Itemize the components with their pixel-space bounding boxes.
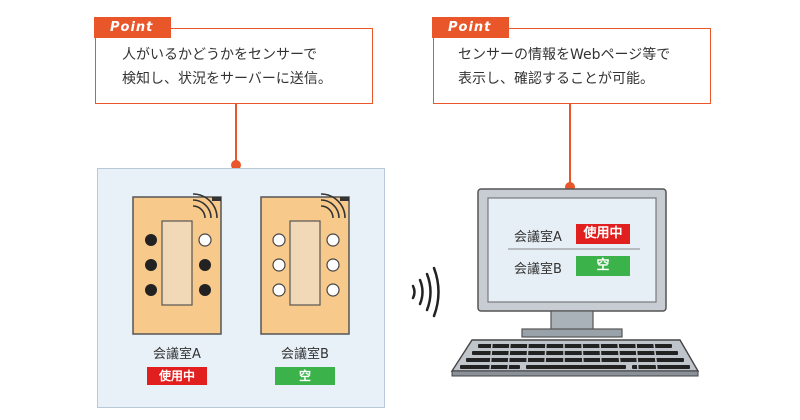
- room-b-floorplan: [260, 193, 350, 335]
- connector-line: [235, 104, 237, 162]
- point-text-line: 表示し、確認することが可能。: [458, 71, 654, 87]
- rooms-illustration: [132, 193, 350, 335]
- computer-monitor-icon: [450, 188, 700, 377]
- connector-dot: [565, 182, 575, 192]
- keyboard-icon: [450, 339, 700, 377]
- point-tag: Point: [94, 17, 172, 38]
- screen-room-a-status-badge: 使用中: [576, 224, 630, 244]
- wifi-signal-icon: [192, 193, 218, 219]
- wireless-waves-icon: [411, 266, 440, 318]
- room-b-status-badge: 空: [275, 367, 335, 385]
- screen-room-b-status-badge: 空: [576, 256, 630, 276]
- point-callout-right: Point センサーの情報をWebページ等で 表示し、確認することが可能。: [432, 17, 711, 104]
- screen-room-a-label: 会議室A: [514, 230, 562, 245]
- room-a-floorplan: [132, 193, 222, 335]
- connector-dot: [231, 160, 241, 170]
- point-tag: Point: [432, 17, 510, 38]
- point-text-line: センサーの情報をWebページ等で: [458, 47, 671, 63]
- wifi-signal-icon: [320, 193, 346, 219]
- screen-room-b-label: 会議室B: [514, 262, 562, 277]
- connector-line: [569, 104, 571, 184]
- point-text-line: 人がいるかどうかをセンサーで: [122, 47, 318, 63]
- point-callout-left: Point 人がいるかどうかをセンサーで 検知し、状況をサーバーに送信。: [94, 17, 373, 104]
- room-a-label: 会議室A: [153, 347, 201, 362]
- room-a-status-badge: 使用中: [147, 367, 207, 385]
- room-b-label: 会議室B: [281, 347, 329, 362]
- rooms-panel: 会議室A 使用中 会議室B 空: [97, 168, 385, 408]
- point-text-line: 検知し、状況をサーバーに送信。: [122, 71, 332, 87]
